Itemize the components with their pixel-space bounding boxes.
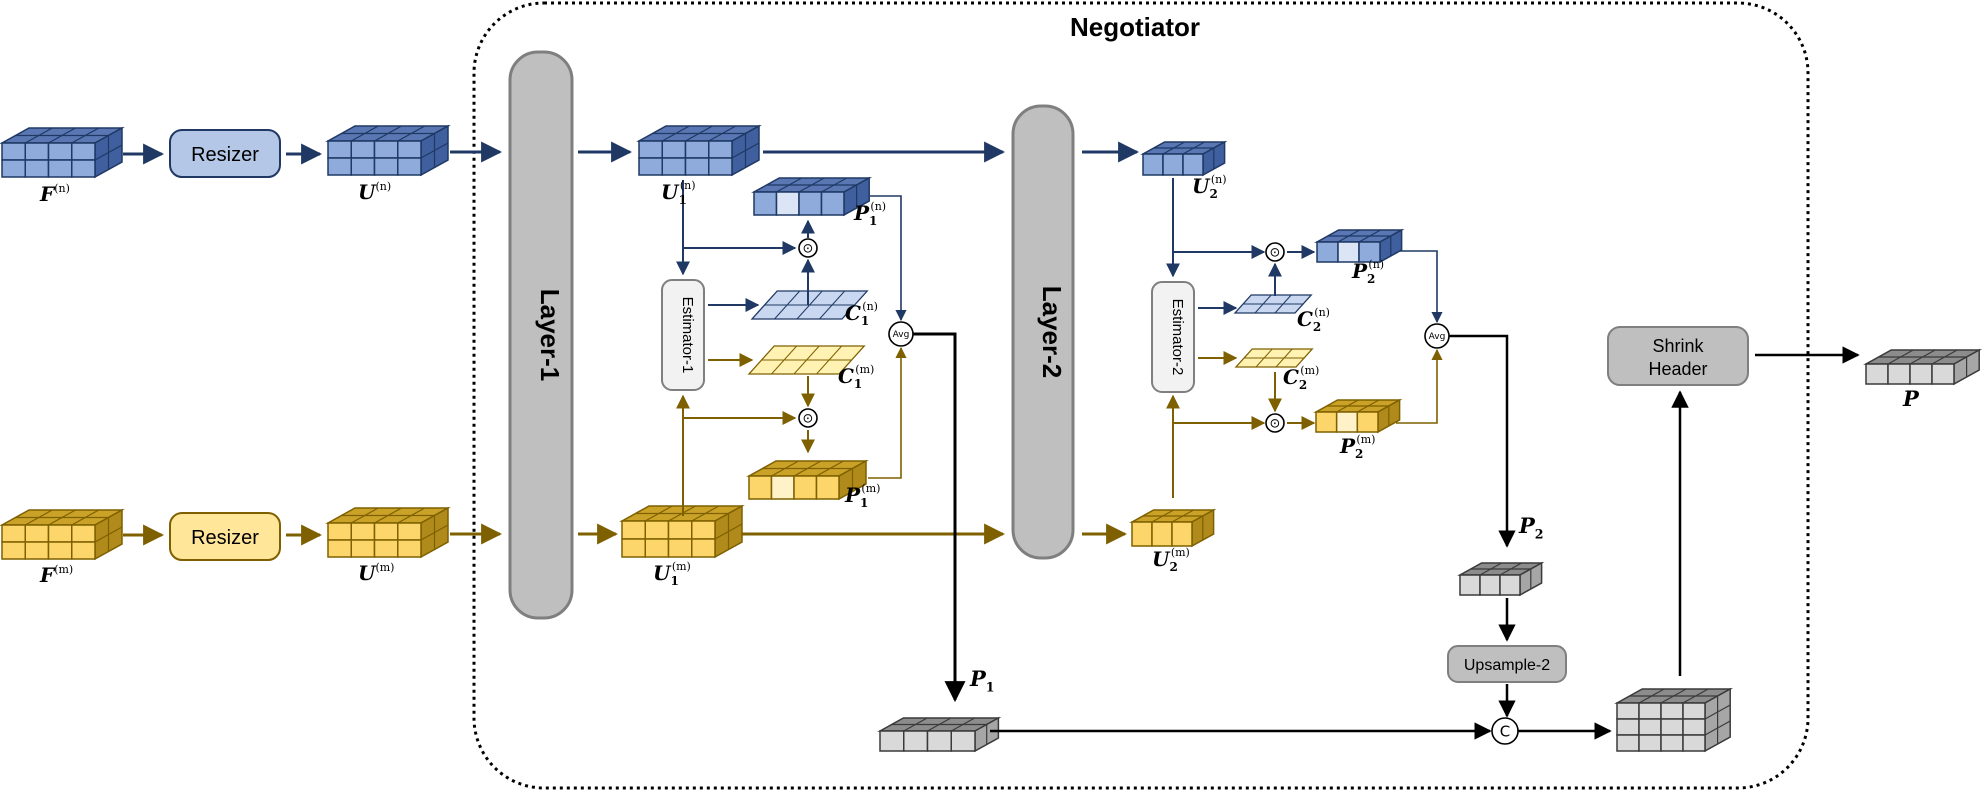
layer-2-block — [1011, 104, 1075, 560]
tensor-F-n — [0, 126, 125, 179]
tensor-P2-n — [1314, 228, 1405, 264]
avg-op-1: Avg — [888, 321, 914, 347]
negotiator-frame — [472, 1, 1810, 790]
label-C2-n: C2(n) — [1297, 306, 1330, 334]
tensor-blocks — [0, 124, 1983, 753]
tensor-P1-n — [751, 176, 873, 217]
layer-1-label: Layer-1 — [535, 289, 565, 382]
avg-op-1-label: Avg — [893, 330, 910, 340]
avg-op-2-label: Avg — [1429, 332, 1446, 342]
resizer-top — [169, 129, 281, 178]
plane-C2-m — [1234, 348, 1314, 368]
tensor-concat-out — [1614, 687, 1734, 753]
shrink-header-line2: Header — [1648, 359, 1707, 379]
tensor-U2-m — [1129, 508, 1217, 548]
arrow-P2-n-to-avg — [1400, 250, 1443, 324]
label-C1-m: C1(m) — [838, 363, 874, 391]
tensor-labels: F(n) F(m) U(n) U(m) U1(n) U1(m) P1(n) P1(m) C1(n… — [39, 173, 1920, 694]
plane-C1-n — [750, 290, 869, 320]
hadamard-op-1n: ⊙ — [798, 238, 818, 258]
hadamard-op-2n-label: ⊙ — [1270, 246, 1281, 261]
hadamard-op-1m: ⊙ — [798, 408, 818, 428]
label-U1-n: U1(n) — [661, 179, 695, 207]
resizer-bottom-label: Resizer — [191, 527, 259, 549]
tensor-U-n — [325, 124, 451, 177]
label-U2-n: U2(n) — [1192, 173, 1226, 201]
layer-1-block — [508, 50, 574, 620]
arrow-P2-m-to-avg — [1396, 348, 1443, 424]
tensor-P1 — [877, 716, 1002, 753]
label-U1-m: U1(m) — [653, 560, 691, 588]
label-P: P — [1902, 386, 1920, 411]
hadamard-op-1m-label: ⊙ — [803, 412, 814, 427]
label-C2-m: C2(m) — [1283, 364, 1319, 392]
arrow-P1-n-to-avg — [870, 195, 907, 322]
estimator-2-label: Estimator-2 — [1169, 299, 1186, 376]
label-F-m: F(m) — [39, 563, 73, 587]
resizer-bottom — [169, 512, 281, 561]
concat-op: C — [1491, 717, 1519, 745]
tensor-U-m — [325, 506, 451, 559]
label-U-n: U(n) — [358, 180, 391, 204]
hadamard-op-2m-label: ⊙ — [1270, 417, 1281, 432]
estimator-1-block — [661, 279, 705, 391]
tensor-U1-n — [636, 124, 762, 177]
tensor-P — [1863, 348, 1983, 386]
label-P2-n: P2(n) — [1351, 258, 1384, 286]
label-P2-m: P2(m) — [1339, 433, 1375, 461]
label-P1-n: P1(n) — [853, 200, 886, 228]
plane-C2-n — [1233, 294, 1313, 314]
estimator-1-label: Estimator-1 — [679, 297, 696, 374]
label-U2-m: U2(m) — [1152, 546, 1190, 574]
upsample-label: Upsample-2 — [1464, 657, 1550, 674]
arrow-avg-to-P1 — [913, 332, 966, 703]
avg-op-2: Avg — [1424, 323, 1450, 349]
hadamard-op-2m: ⊙ — [1265, 413, 1285, 433]
label-P1: P1 — [969, 666, 995, 694]
label-P2: P2 — [1518, 513, 1544, 541]
concat-op-label: C — [1500, 722, 1510, 740]
upsample-block — [1447, 645, 1567, 683]
resizer-top-label: Resizer — [191, 144, 259, 166]
hadamard-op-2n: ⊙ — [1265, 242, 1285, 262]
label-U-m: U(m) — [358, 561, 394, 585]
estimator-2-block — [1151, 281, 1195, 393]
shrink-header-block — [1607, 326, 1749, 386]
label-C1-n: C1(n) — [845, 300, 878, 328]
tensor-P1-m — [746, 459, 869, 501]
label-F-n: F(n) — [39, 182, 70, 206]
flow-arrows — [123, 141, 1860, 740]
tensor-U2-n — [1140, 140, 1228, 177]
arrow-P1-m-to-avg — [868, 346, 907, 479]
tensor-P2-m — [1313, 398, 1403, 434]
tensor-F-m — [0, 508, 125, 561]
shrink-header-line1: Shrink — [1652, 336, 1704, 356]
plane-C1-m — [747, 345, 866, 375]
label-P1-m: P1(m) — [844, 482, 880, 510]
layer-2-label: Layer-2 — [1037, 286, 1067, 379]
negotiator-title: Negotiator — [1070, 12, 1200, 42]
confidence-planes — [747, 290, 1314, 375]
arrow-avg-to-P2 — [1449, 334, 1516, 548]
hadamard-op-1n-label: ⊙ — [803, 242, 814, 257]
tensor-P2 — [1457, 561, 1545, 597]
